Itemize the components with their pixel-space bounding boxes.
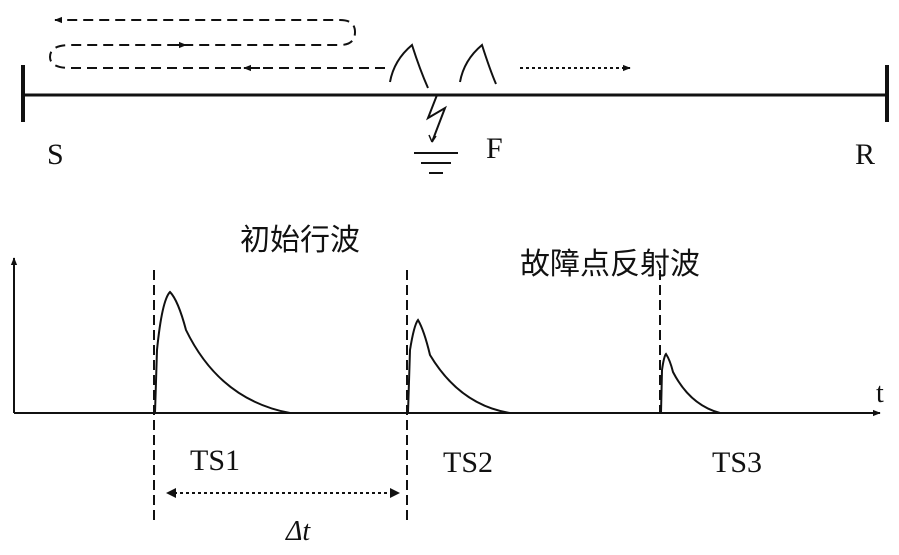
interval-label: Δt: [285, 516, 311, 547]
fault-ground-icon: [414, 94, 458, 174]
time-plot: [10, 257, 881, 417]
interval-arrow-head-right: [390, 488, 400, 498]
label-ts2: TS2: [443, 446, 493, 479]
x-axis-label: t: [876, 378, 884, 409]
caption-initial-wave: 初始行波: [240, 223, 360, 258]
pulse-initial: [154, 290, 291, 414]
wave-front-right: [459, 43, 497, 85]
pulse-reflected: [660, 352, 721, 414]
pulse-second: [407, 318, 511, 414]
label-ts1: TS1: [190, 444, 240, 477]
label-f: F: [486, 132, 503, 165]
label-ts3: TS3: [712, 446, 762, 479]
wave-front-left: [389, 43, 429, 89]
reflection-paths: [48, 16, 385, 69]
label-r: R: [855, 138, 875, 171]
reflection-loop-path: [48, 16, 385, 69]
lightning-bolt-icon: [426, 94, 447, 143]
label-s: S: [47, 138, 64, 171]
caption-reflected-wave: 故障点反射波: [520, 247, 700, 282]
transmission-line: [21, 65, 889, 122]
interval-arrow-head-left: [166, 488, 176, 498]
